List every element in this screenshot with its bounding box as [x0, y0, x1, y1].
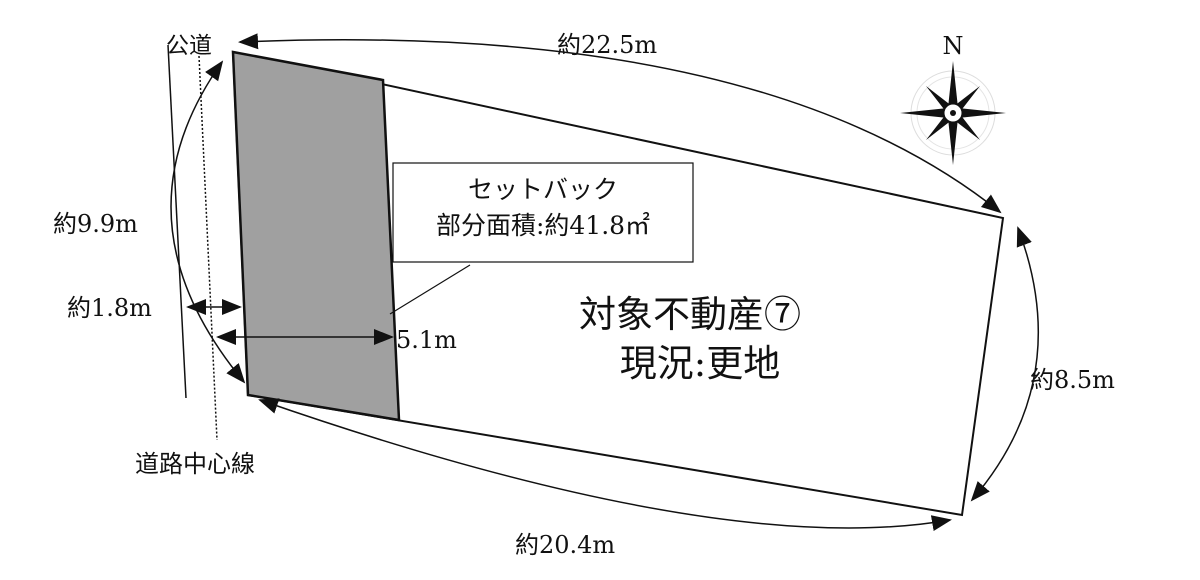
- setback-callout-box: [392, 162, 694, 263]
- road-edge-line: [167, 44, 187, 399]
- setback-area: [231, 50, 401, 422]
- right-length-label: 約8.5m: [1030, 366, 1115, 394]
- road-centerline: [198, 55, 218, 441]
- property-status: 現況:更地: [620, 342, 780, 385]
- top-length-label: 約22.5m: [557, 31, 657, 59]
- road-centerline-label: 道路中心線: [135, 450, 255, 478]
- top-dimension-arrow: [238, 33, 1002, 214]
- setback-width-label: 5.1m: [396, 326, 457, 354]
- north-label: N: [943, 32, 964, 60]
- setback-area-label: 部分面積:約41.8㎡: [436, 211, 650, 240]
- right-dimension-arrow: [970, 226, 1039, 502]
- callout-leader: [389, 264, 471, 315]
- bottom-dimension-arrow: [258, 398, 952, 531]
- setback-title: セットバック: [468, 175, 618, 204]
- compass-rose-icon: [900, 61, 1006, 165]
- property-name: 対象不動産⑦: [579, 293, 801, 336]
- public-road-label: 公道: [166, 33, 212, 59]
- bottom-length-label: 約20.4m: [515, 531, 615, 559]
- left-dimension-arrow: [170, 60, 246, 384]
- road-half-width-label: 約1.8m: [67, 294, 152, 322]
- left-length-label: 約9.9m: [53, 210, 138, 238]
